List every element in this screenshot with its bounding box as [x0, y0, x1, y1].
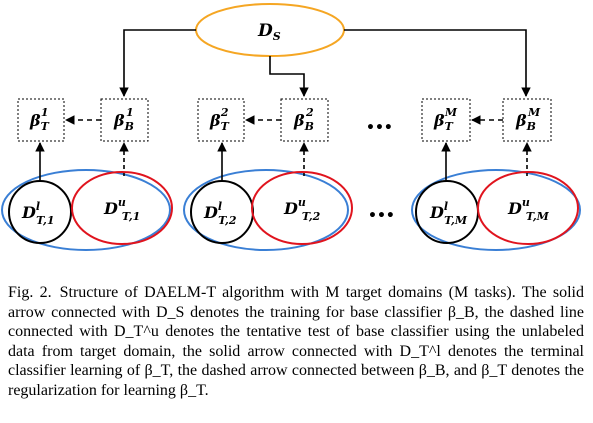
- caption-text: Structure of DAELM-T algorithm with M ta…: [8, 284, 584, 399]
- beta-t-1-label: βT1: [29, 106, 50, 133]
- ellipsis-bottom: •••: [368, 208, 395, 224]
- source-domain-label: DS: [257, 21, 281, 43]
- figure-label: Fig. 2.: [8, 284, 52, 301]
- target-domain-m-ellipse: [411, 169, 581, 251]
- beta-b-1-label: βB1: [113, 106, 134, 133]
- source-to-beta-b-2-arrow: [269, 56, 309, 97]
- unlabeled-data-m-ellipse: [477, 171, 579, 245]
- target-domain-2-ellipse: [183, 169, 349, 251]
- beta-b-m-box: [502, 98, 552, 142]
- source-to-beta-b-m-arrow: [344, 29, 531, 97]
- beta-t-2-box: [197, 98, 245, 142]
- beta-b-2-label: βB2: [293, 106, 314, 133]
- beta-b-m-label: βBM: [515, 106, 541, 133]
- beta-t-1-box: [17, 98, 65, 142]
- beta-t-m-label: βTM: [433, 106, 458, 133]
- figure-caption: Fig. 2.Structure of DAELM-T algorithm wi…: [8, 283, 584, 400]
- unlabeled-data-1-ellipse: [71, 171, 173, 245]
- beta-b-2-box: [280, 98, 329, 142]
- target-domain-1-ellipse: [1, 169, 171, 251]
- ellipsis-top: •••: [366, 120, 393, 136]
- labeled-data-1-circle: [8, 180, 72, 244]
- beta-t-2-label: βT2: [209, 106, 230, 133]
- source-to-beta-b-1-arrow: [119, 29, 196, 97]
- beta-t-m-box: [421, 98, 471, 142]
- unlabeled-data-2-ellipse: [251, 171, 353, 245]
